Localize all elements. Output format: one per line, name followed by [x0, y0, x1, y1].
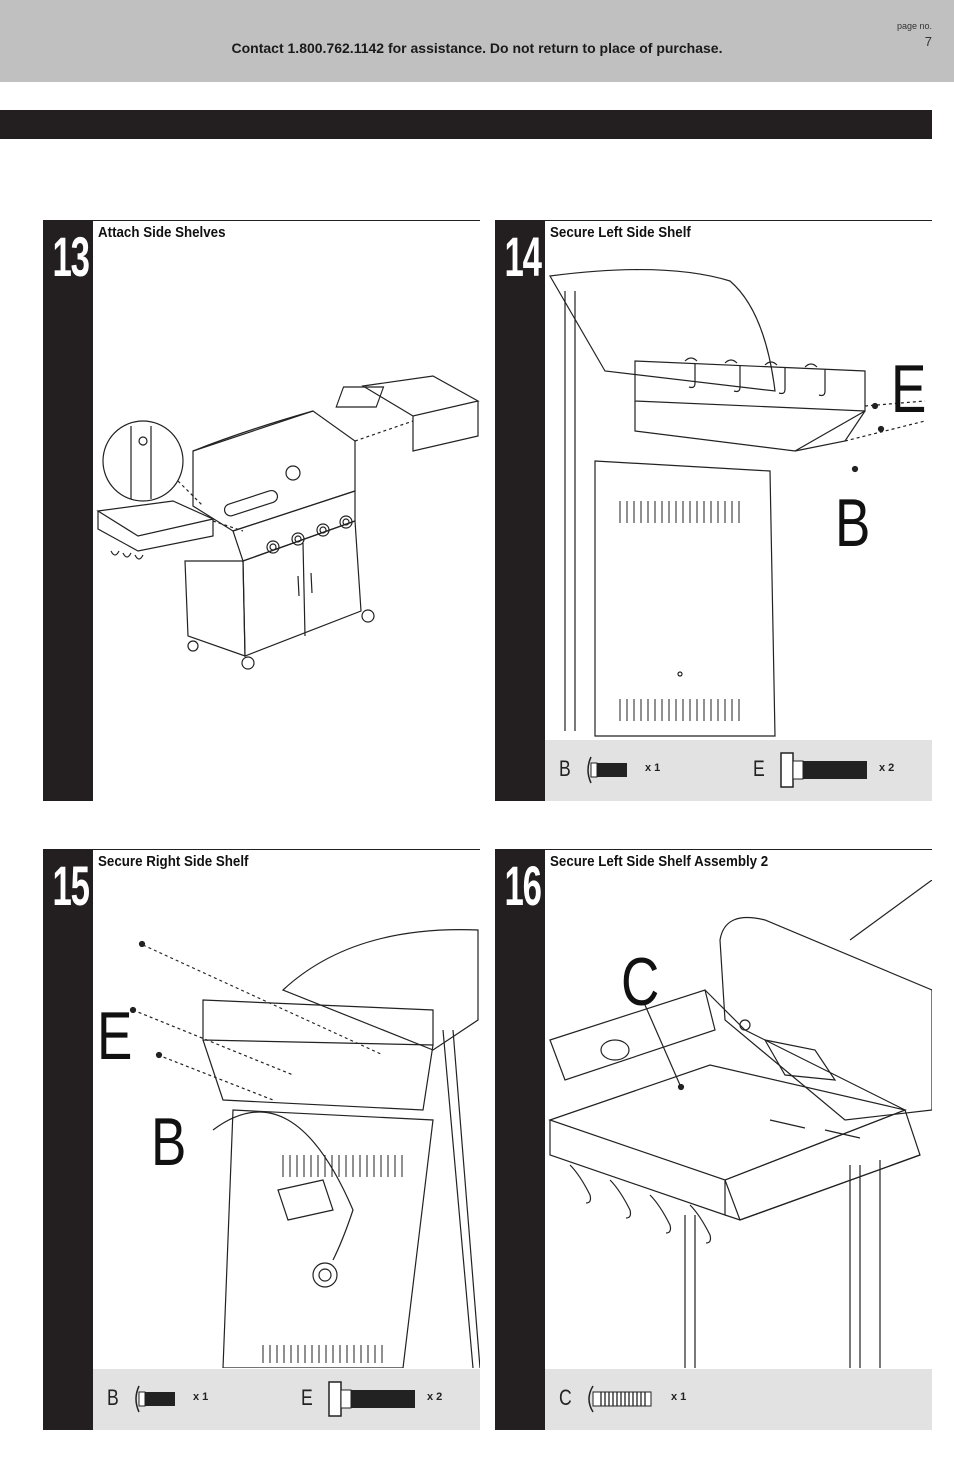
- step-number: 14: [504, 225, 542, 288]
- bolt-icon: [328, 1381, 415, 1417]
- bolt-icon: [135, 1385, 175, 1413]
- step-13-panel: 13 Attach Side Shelves: [43, 220, 480, 801]
- part-quantity: x 1: [645, 762, 661, 774]
- step-title: Attach Side Shelves: [98, 225, 226, 241]
- right-shelf-secure-illustration: [93, 880, 480, 1368]
- step-number-strip: 14: [495, 221, 545, 801]
- section-bar: [0, 110, 932, 139]
- part-c: C x 1: [545, 1369, 735, 1430]
- part-b: B x 1: [93, 1369, 283, 1430]
- part-letter: B: [107, 1385, 119, 1410]
- callout-letter: B: [835, 485, 871, 561]
- part-quantity: x 1: [193, 1391, 209, 1403]
- step-title: Secure Left Side Shelf: [550, 225, 691, 241]
- callout-letter: B: [151, 1104, 187, 1180]
- parts-box: B x 1 E x 2: [545, 740, 932, 801]
- assistance-notice: Contact 1.800.762.1142 for assistance. D…: [231, 40, 723, 56]
- left-shelf-assembly-illustration: [545, 880, 932, 1368]
- step-title: Secure Left Side Shelf Assembly 2: [550, 854, 769, 870]
- callout-letter: C: [621, 944, 660, 1020]
- bolt-icon: [588, 1385, 652, 1413]
- step-15-panel: 15 Secure Right Side Shelf E B: [43, 849, 480, 1430]
- page-header: Contact 1.800.762.1142 for assistance. D…: [0, 0, 954, 82]
- part-quantity: x 1: [671, 1391, 687, 1403]
- step-number-strip: 16: [495, 850, 545, 1430]
- parts-box: C x 1: [545, 1369, 932, 1430]
- step-number: 16: [504, 854, 542, 917]
- step-number: 13: [52, 225, 90, 288]
- bolt-icon: [587, 756, 627, 784]
- step-number-strip: 13: [43, 221, 93, 801]
- step-number: 15: [52, 854, 90, 917]
- part-quantity: x 2: [879, 762, 895, 774]
- left-shelf-secure-illustration: [545, 251, 932, 739]
- page-number-label: page no.: [896, 21, 932, 31]
- callout-letter: E: [891, 351, 927, 427]
- part-letter: E: [301, 1385, 313, 1410]
- step-16-panel: 16 Secure Left Side Shelf Assembly 2: [495, 849, 932, 1430]
- part-letter: E: [753, 756, 765, 781]
- step-title: Secure Right Side Shelf: [98, 854, 249, 870]
- part-e: E x 2: [283, 1369, 480, 1430]
- step-14-panel: 14 Secure Left Side Shelf E B: [495, 220, 932, 801]
- part-letter: B: [559, 756, 571, 781]
- bolt-icon: [780, 752, 867, 788]
- parts-box: B x 1 E x 2: [93, 1369, 480, 1430]
- callout-letter: E: [97, 998, 133, 1074]
- page-number: 7: [924, 34, 932, 49]
- grill-side-shelves-illustration: [93, 251, 480, 739]
- part-e: E x 2: [735, 740, 932, 801]
- step-number-strip: 15: [43, 850, 93, 1430]
- part-quantity: x 2: [427, 1391, 443, 1403]
- part-letter: C: [559, 1385, 572, 1410]
- part-b: B x 1: [545, 740, 735, 801]
